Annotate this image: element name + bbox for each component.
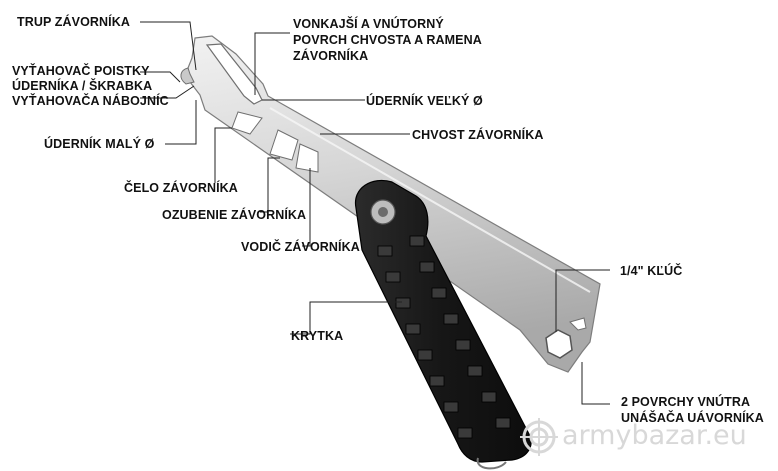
watermark: armybazar.eu bbox=[520, 418, 770, 458]
pivot-screw bbox=[370, 199, 396, 225]
label-chvost-zavornika: CHVOST ZÁVORNÍKA bbox=[412, 128, 544, 142]
label-udernik-maly: ÚDERNÍK MALÝ Ø bbox=[44, 137, 155, 151]
leader-lines bbox=[140, 21, 610, 405]
label-celo-zavornika: ČELO ZÁVORNÍKA bbox=[124, 181, 238, 195]
label-povrchy-line-1: 2 POVRCHY VNÚTRA bbox=[621, 395, 751, 409]
label-povrchy-line-2: UNÁŠAČA UÁVORNÍKA bbox=[621, 411, 764, 425]
label-kluc: 1/4" KĽÚČ bbox=[620, 264, 683, 278]
label-vodic-zavornika: VODIČ ZÁVORNÍKA bbox=[241, 240, 360, 254]
label-udernik-velky: ÚDERNÍK VEĽKÝ Ø bbox=[366, 94, 483, 108]
label-trup-zavornika: TRUP ZÁVORNÍKA bbox=[17, 15, 130, 29]
label-vonkajsi-line-2: POVRCH CHVOSTA A RAMENA bbox=[293, 33, 482, 47]
label-vonkajsi-line-1: VONKAJŠÍ A VNÚTORNÝ bbox=[293, 17, 444, 31]
label-vytahovac-line-1: VYŤAHOVAČ POISTKY bbox=[12, 64, 150, 78]
label-vytahovac-line-2: ÚDERNÍKA / ŠKRABKA bbox=[12, 79, 153, 93]
watermark-text: armybazar.eu bbox=[562, 420, 747, 451]
label-vytahovac-line-3: VYŤAHOVAČA NÁBOJNÍC bbox=[12, 94, 169, 108]
target-icon bbox=[520, 418, 558, 456]
label-ozubenie-zavornika: OZUBENIE ZÁVORNÍKA bbox=[162, 208, 307, 222]
label-krytka: KRYTKA bbox=[291, 329, 344, 343]
label-vonkajsi-line-3: ZÁVORNÍKA bbox=[293, 49, 369, 63]
